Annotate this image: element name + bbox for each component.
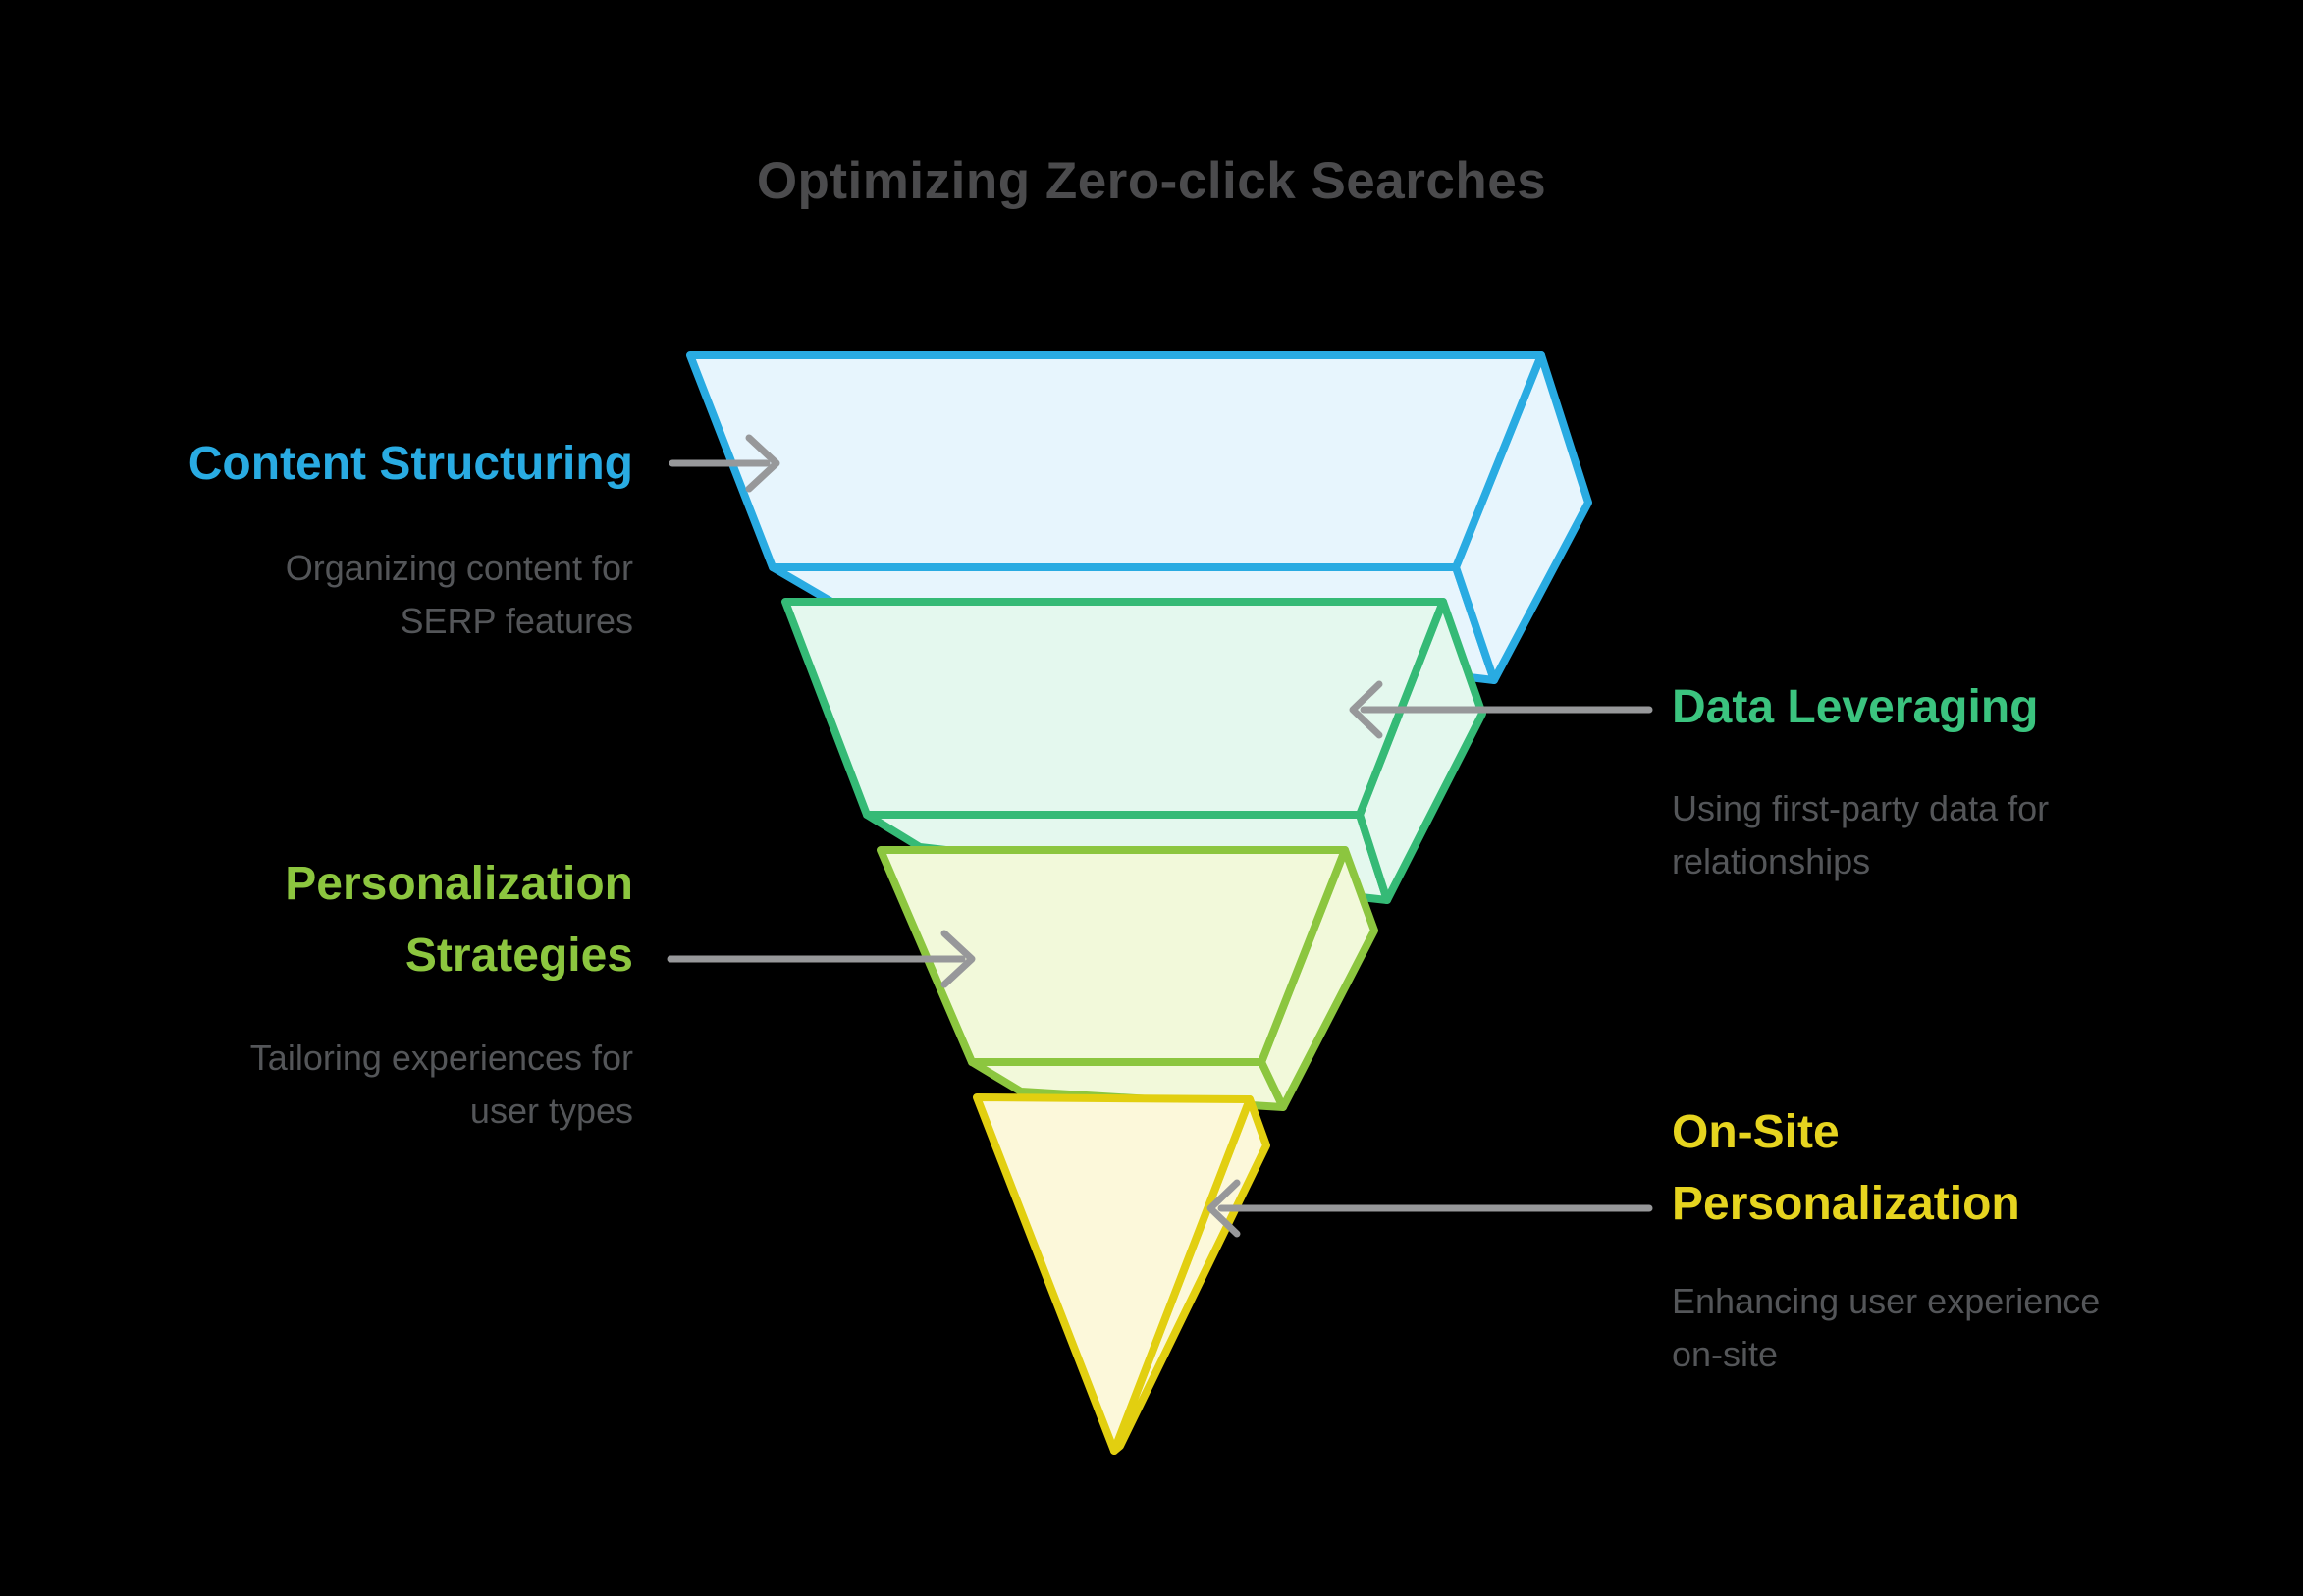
tier1-front-face [686,351,1545,571]
arrow-content-structuring [669,434,780,493]
description-line: user types [469,1091,633,1131]
label-personalization-strategies-description: Tailoring experiences for user types [250,1032,633,1138]
description-line: Organizing content for [285,548,633,588]
arrow-head-left-icon [1349,680,1383,739]
title-line: Personalization [1672,1178,2020,1230]
tier2-front-face [781,598,1447,819]
title-line: Personalization [285,858,633,910]
label-onsite-personalization-description: Enhancing user experience on-site [1672,1275,2100,1381]
arrow-data-leveraging [1349,680,1653,739]
arrow-personalization-strategies [667,930,976,988]
arrow-head-right-icon [745,434,780,493]
description-line: SERP features [400,601,633,641]
title-line: On-Site [1672,1106,1840,1158]
description-line: Using first-party data for [1672,788,2050,828]
label-content-structuring-description: Organizing content for SERP features [286,542,633,648]
arrow-head-right-icon [940,930,976,988]
page-title: Optimizing Zero-click Searches [756,152,1547,210]
arrow-onsite-personalization [1206,1179,1653,1238]
description-line: on-site [1672,1334,1779,1374]
label-content-structuring-title: Content Structuring [187,438,633,490]
description-line: Tailoring experiences for [249,1037,633,1078]
tier3-front-face [877,846,1349,1066]
label-onsite-personalization-title: On-Site Personalization [1672,1096,2020,1240]
tier4-front-face [973,1093,1254,1455]
funnel-tier-onsite-personalization [973,1093,1270,1455]
label-personalization-strategies-title: Personalization Strategies [285,848,633,991]
description-line: relationships [1672,841,1871,881]
arrow-head-left-icon [1206,1179,1241,1238]
title-line: Strategies [404,930,633,982]
label-data-leveraging-description: Using first-party data for relationships [1672,782,2049,888]
description-line: Enhancing user experience [1672,1281,2101,1321]
label-data-leveraging-title: Data Leveraging [1672,681,2039,733]
